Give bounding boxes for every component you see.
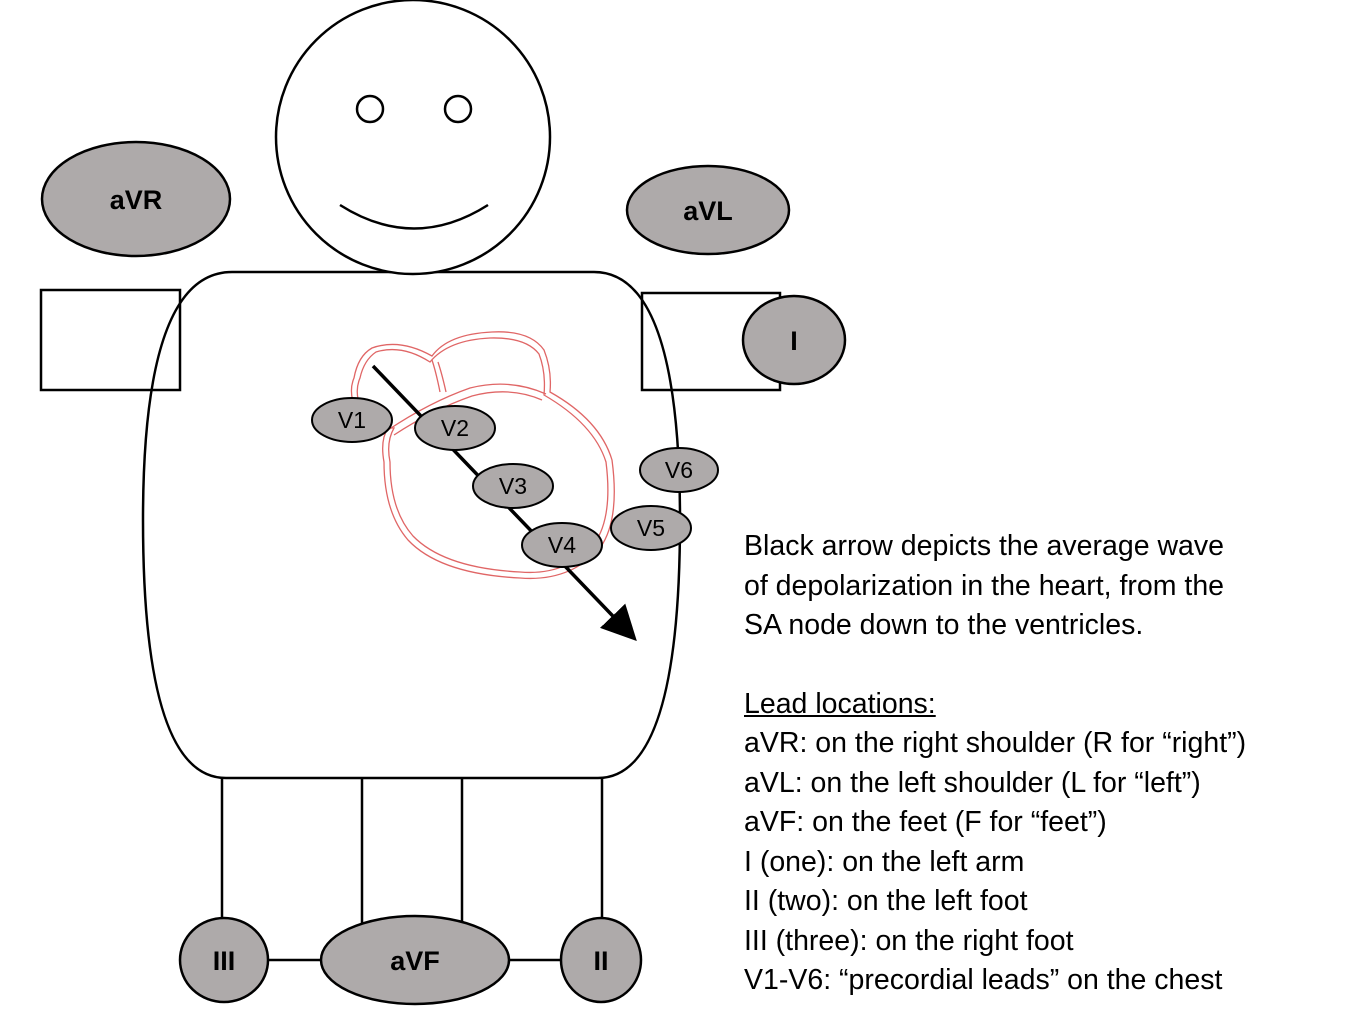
- lead-v2-label: V2: [441, 415, 469, 441]
- lead-avl: aVL: [625, 164, 791, 256]
- arrow-description-line-1: Black arrow depicts the average wave: [744, 530, 1224, 562]
- lead-ii-label: II: [593, 946, 608, 976]
- torso: [141, 270, 682, 780]
- caption: Black arrow depicts the average wave of …: [744, 527, 1344, 1001]
- lead-v5-label: V5: [637, 515, 665, 541]
- lead-avl-label: aVL: [683, 196, 733, 226]
- right-eye: [355, 94, 385, 124]
- lead-avr-electrode: [40, 140, 232, 258]
- lead-v6-label: V6: [665, 457, 693, 483]
- lead-i: I: [741, 294, 847, 386]
- lead-location-item: aVR: on the right shoulder (R for “right…: [744, 727, 1247, 759]
- lead-v1-electrode: [311, 397, 393, 443]
- lead-v2-electrode: [414, 405, 496, 451]
- left-eye: [443, 94, 473, 124]
- smile: [339, 203, 489, 230]
- lead-ii-electrode: [559, 916, 643, 1004]
- head-outline: [274, 0, 552, 276]
- lead-v1-label: V1: [338, 407, 366, 433]
- lead-v4-label: V4: [548, 532, 576, 558]
- lead-location-item: II (two): on the left foot: [744, 885, 1028, 917]
- lead-iii-label: III: [213, 946, 236, 976]
- lead-avf-electrode: [319, 914, 511, 1006]
- head: [274, 0, 552, 276]
- lead-v3-label: V3: [499, 473, 527, 499]
- lead-avf: aVF: [319, 914, 511, 1006]
- arrow-description-line-2: of depolarization in the heart, from the: [744, 569, 1225, 602]
- lead-v5-electrode: [610, 505, 692, 551]
- lead-iii: III: [178, 916, 270, 1004]
- lead-v4-electrode: [521, 522, 603, 568]
- lead-avr: aVR: [40, 140, 232, 258]
- lead-v6-electrode: [639, 447, 719, 493]
- lead-iii-electrode: [178, 916, 270, 1004]
- lead-i-electrode: [741, 294, 847, 386]
- lead-avf-label: aVF: [390, 946, 440, 976]
- lead-v2: V2: [414, 405, 496, 451]
- right-arm: [39, 288, 182, 392]
- lead-i-label: I: [790, 326, 798, 356]
- lead-location-item: aVF: on the feet (F for “feet”): [744, 806, 1107, 838]
- lead-v3-electrode: [472, 463, 554, 509]
- lead-location-item: V1-V6: “precordial leads” on the chest: [744, 964, 1223, 996]
- lead-v6: V6: [639, 447, 719, 493]
- lead-locations-heading: Lead locations:: [744, 687, 936, 720]
- lead-avl-electrode: [625, 164, 791, 256]
- lead-v1: V1: [311, 397, 393, 443]
- lead-location-item: III (three): on the right foot: [744, 924, 1074, 957]
- caption-spacer: [744, 646, 1344, 685]
- lead-v5: V5: [610, 505, 692, 551]
- lead-location-item: I (one): on the left arm: [744, 845, 1025, 878]
- arrow-description-line-3: SA node down to the ventricles.: [744, 609, 1144, 641]
- lead-avr-label: aVR: [110, 185, 163, 215]
- lead-v4: V4: [521, 522, 603, 568]
- legs: [220, 778, 604, 962]
- lead-location-item: aVL: on the left shoulder (L for “left”): [744, 766, 1201, 799]
- lead-v3: V3: [472, 463, 554, 509]
- lead-ii: II: [559, 916, 643, 1004]
